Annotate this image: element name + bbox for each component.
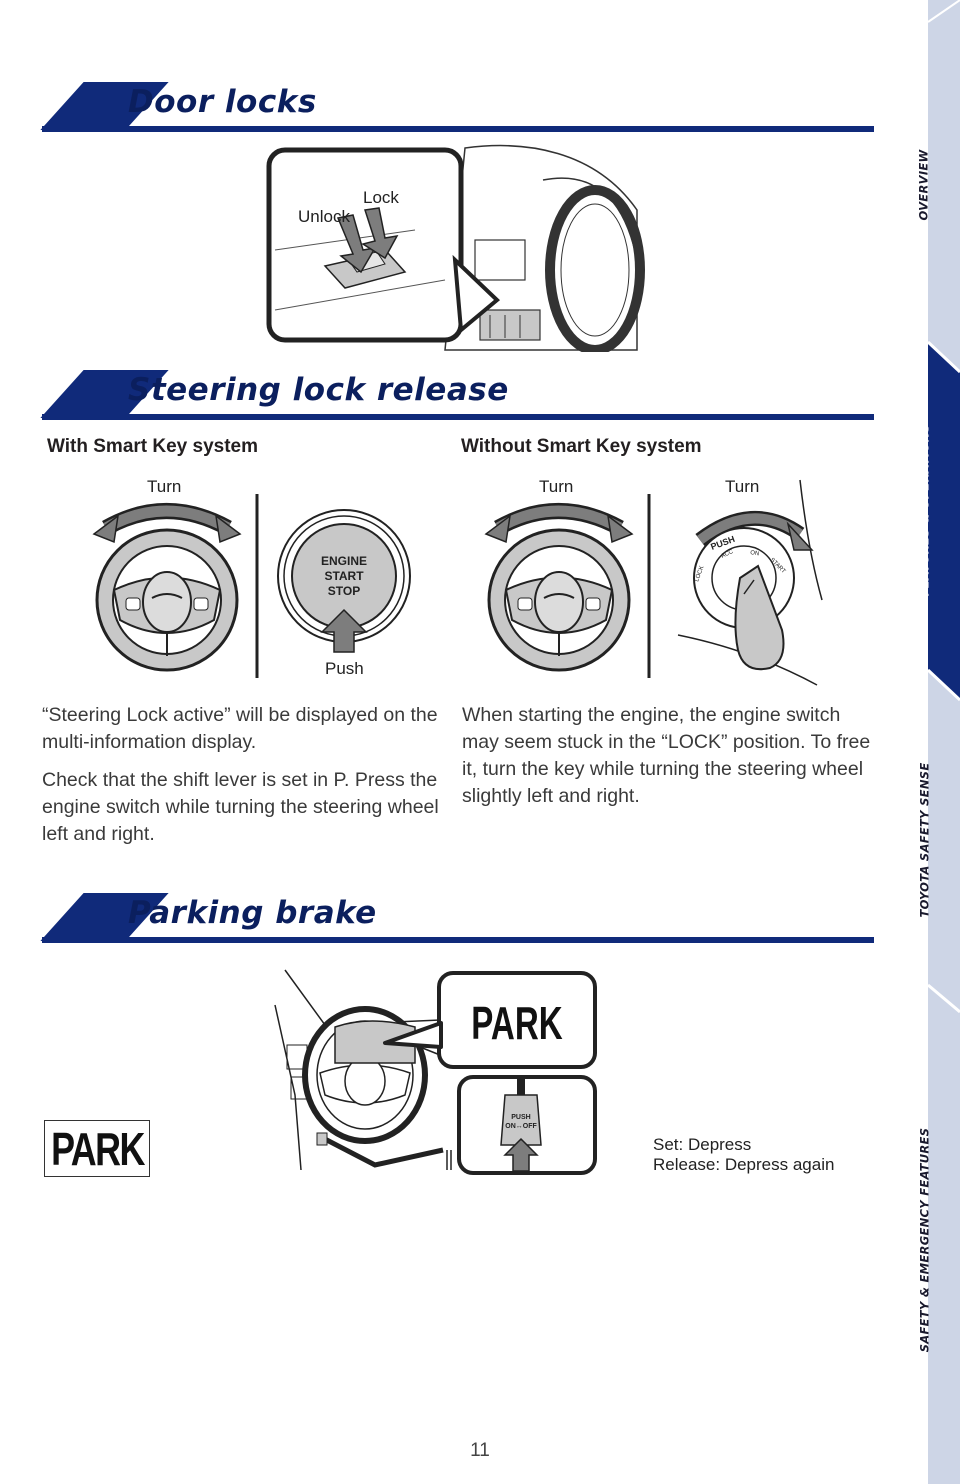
turn-wheel-label: Turn	[539, 477, 573, 496]
sidebar-tab-overview[interactable]: OVERVIEW	[888, 40, 960, 330]
with-smart-para-1: “Steering Lock active” will be displayed…	[42, 704, 438, 753]
parking-brake-instructions: Set: Depress Release: Depress again	[653, 1135, 834, 1175]
ignition-pos-on: ON	[750, 550, 760, 557]
steering-wheel-icon	[95, 528, 239, 672]
with-smart-key-instructions: “Steering Lock active” will be displayed…	[42, 702, 447, 859]
section-rule-parking-brake	[42, 937, 874, 943]
switch-text-onoff: ON↔OFF	[505, 1123, 537, 1130]
with-smart-para-2: Check that the shift lever is set in P. …	[42, 769, 439, 845]
without-smart-key-heading: Without Smart Key system	[461, 436, 702, 457]
steering-wheel-icon	[487, 528, 631, 672]
smart-key-illustration: Turn ENGINE START STOP Push	[92, 477, 411, 678]
without-smart-para-1: When starting the engine, the engine swi…	[462, 704, 871, 807]
unlock-label: Unlock	[298, 207, 350, 226]
ignition-pos-acc: ACC	[720, 549, 735, 560]
section-title-steering-lock: Steering lock release	[128, 372, 509, 408]
set-instruction: Set: Depress	[653, 1135, 752, 1154]
turn-label: Turn	[147, 477, 181, 496]
sidebar-tab-label: OVERVIEW	[916, 149, 931, 221]
park-callout-text: PARK	[471, 999, 562, 1049]
sidebar-tab-label: TOYOTA SAFETY SENSE	[917, 762, 932, 918]
key-ignition-illustration: Turn Turn PUSH LOCK ACC ON START	[484, 477, 823, 686]
sidebar-tab-label: SAFETY & EMERGENCY FEATURES	[917, 1127, 931, 1353]
sidebar-tab-toyota-safety-sense[interactable]: TOYOTA SAFETY SENSE	[888, 690, 960, 990]
door-lock-illustration: Unlock Lock	[266, 144, 645, 352]
with-smart-key-heading: With Smart Key system	[47, 436, 259, 457]
switch-text-push: PUSH	[511, 1114, 530, 1121]
sidebar-tab-shapes	[926, 0, 960, 1484]
section-rule-steering-lock	[42, 414, 874, 420]
button-text-stop: STOP	[328, 584, 360, 598]
section-rule-door-locks	[42, 126, 874, 132]
engine-start-button-icon: ENGINE START STOP	[277, 509, 411, 643]
release-instruction: Release: Depress again	[653, 1155, 835, 1174]
lock-label: Lock	[363, 188, 399, 207]
park-indicator-text: PARK	[50, 1122, 145, 1175]
section-title-parking-brake: Parking brake	[128, 895, 377, 931]
sidebar-tab-features-operations[interactable]: FEATURES & OPERATIONS	[888, 360, 960, 660]
sidebar-tab-safety-emergency[interactable]: SAFETY & EMERGENCY FEATURES	[888, 1010, 960, 1470]
push-label: Push	[325, 659, 364, 678]
sidebar-tab-label: FEATURES & OPERATIONS	[917, 423, 932, 597]
page-number: 11	[470, 1440, 490, 1461]
turn-key-label: Turn	[725, 477, 759, 496]
park-indicator-icon: PARK	[44, 1120, 150, 1177]
button-text-engine: ENGINE	[321, 554, 367, 568]
without-smart-key-instructions: When starting the engine, the engine swi…	[462, 702, 874, 821]
parking-brake-illustration: PARK PUSH ON↔OFF	[274, 969, 597, 1175]
section-title-door-locks: Door locks	[128, 84, 317, 120]
button-text-start: START	[324, 569, 364, 583]
ignition-switch-icon: PUSH LOCK ACC ON START	[693, 527, 795, 671]
ignition-pos-lock: LOCK	[694, 565, 705, 582]
